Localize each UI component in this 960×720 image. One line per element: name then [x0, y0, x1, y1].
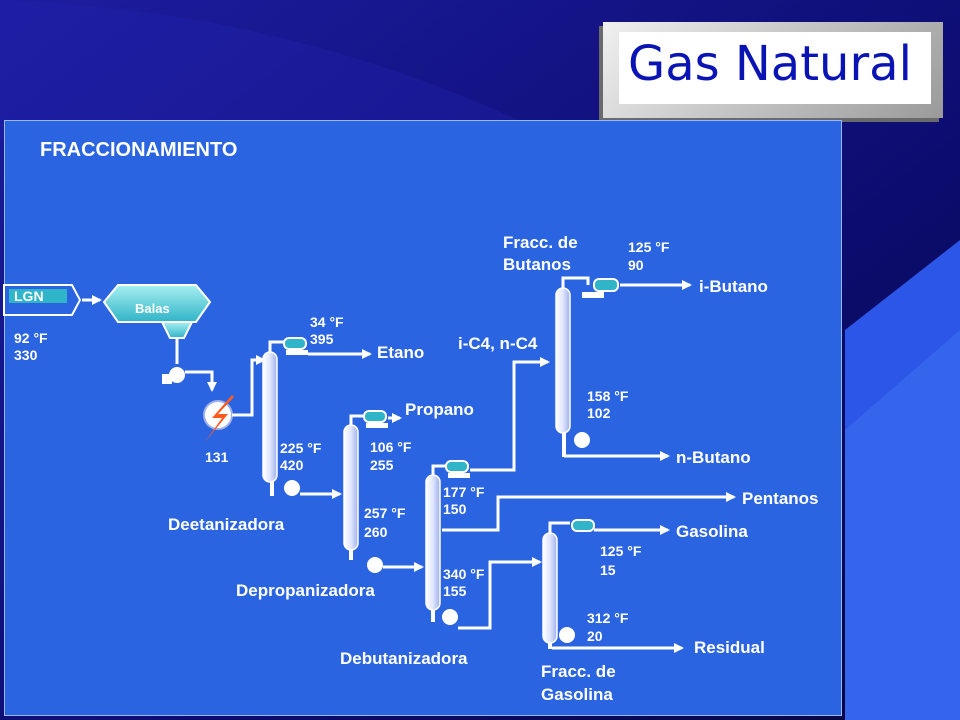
fracc-gasolina-label-line1: Fracc. de [541, 662, 616, 681]
fracc-butanos-top-temp: 125 °F [628, 239, 670, 255]
depropanizadora-bottom-temp: 257 °F [364, 505, 406, 521]
i-butano-label: i-Butano [699, 277, 768, 296]
pump-to-heater-line [185, 370, 217, 392]
debutanizadora-bottom-value: 155 [443, 583, 467, 599]
debutanizadora-to-gasolina-line [458, 557, 542, 630]
debutanizadora-top-temp: 177 °F [443, 484, 485, 500]
diagram-panel [4, 120, 842, 716]
fracc-butanos-column [555, 276, 619, 457]
propano-label: Propano [405, 400, 474, 419]
fracc-butanos-bottom-value: 102 [587, 405, 611, 421]
slide-title: Gas Natural [628, 36, 912, 92]
depropanizadora-top-value: 255 [370, 457, 394, 473]
debutanizadora-top-value: 150 [443, 501, 467, 517]
fracc-gasolina-label-line2: Gasolina [541, 685, 613, 704]
debutanizadora-label: Debutanizadora [340, 649, 468, 668]
fracc-gasolina-top-temp: 125 °F [600, 543, 642, 559]
fracc-gasolina-column [542, 519, 595, 649]
deetanizadora-top-value: 395 [310, 331, 334, 347]
etano-label: Etano [377, 343, 424, 362]
fracc-gasolina-top-value: 15 [600, 562, 616, 578]
deetanizadora-column [262, 337, 308, 496]
lgn-feed-box [3, 284, 82, 316]
pentanos-label: Pentanos [742, 489, 819, 508]
n-butano-label: n-Butano [676, 448, 751, 467]
gasolina-label: Gasolina [676, 522, 748, 541]
title-box-inner [619, 32, 931, 104]
pentanos-line [442, 492, 736, 532]
fracc-butanos-label-line1: Fracc. de [503, 233, 578, 252]
fracc-butanos-top-value: 90 [628, 257, 644, 273]
depropanizadora-column [343, 410, 388, 573]
deetanizadora-label: Deetanizadora [168, 515, 285, 534]
deetanizadora-bottom-value: 420 [280, 457, 304, 473]
balas-tank [102, 284, 212, 339]
heater-icon [203, 395, 234, 442]
lgn-label: LGN [14, 288, 44, 304]
feed-pump-icon [162, 367, 185, 384]
feed-value: 330 [14, 347, 38, 363]
diagram-heading: FRACCIONAMIENTO [40, 139, 237, 161]
title-box [603, 22, 943, 118]
debutanizadora-column [425, 460, 470, 625]
debutanizadora-to-butanos-line [470, 357, 550, 472]
fracc-gasolina-bottom-temp: 312 °F [587, 610, 629, 626]
debutanizadora-bottom-temp: 340 °F [443, 566, 485, 582]
deetanizadora-bottom-temp: 225 °F [280, 440, 322, 456]
butanos-feed-label: i-C4, n-C4 [458, 334, 538, 353]
feed-temp: 92 °F [14, 330, 48, 346]
heater-value: 131 [205, 449, 229, 465]
deetanizadora-top-temp: 34 °F [310, 314, 344, 330]
heater-to-deetanizadora-line [232, 355, 266, 417]
depropanizadora-label: Depropanizadora [236, 581, 375, 600]
tank-label: Balas [135, 301, 170, 316]
depropanizadora-top-temp: 106 °F [370, 439, 412, 455]
depropanizadora-bottom-value: 260 [364, 524, 388, 540]
fracc-gasolina-bottom-value: 20 [587, 628, 603, 644]
fracc-butanos-label-line2: Butanos [503, 255, 571, 274]
residual-label: Residual [694, 638, 765, 657]
fracc-butanos-bottom-temp: 158 °F [587, 388, 629, 404]
